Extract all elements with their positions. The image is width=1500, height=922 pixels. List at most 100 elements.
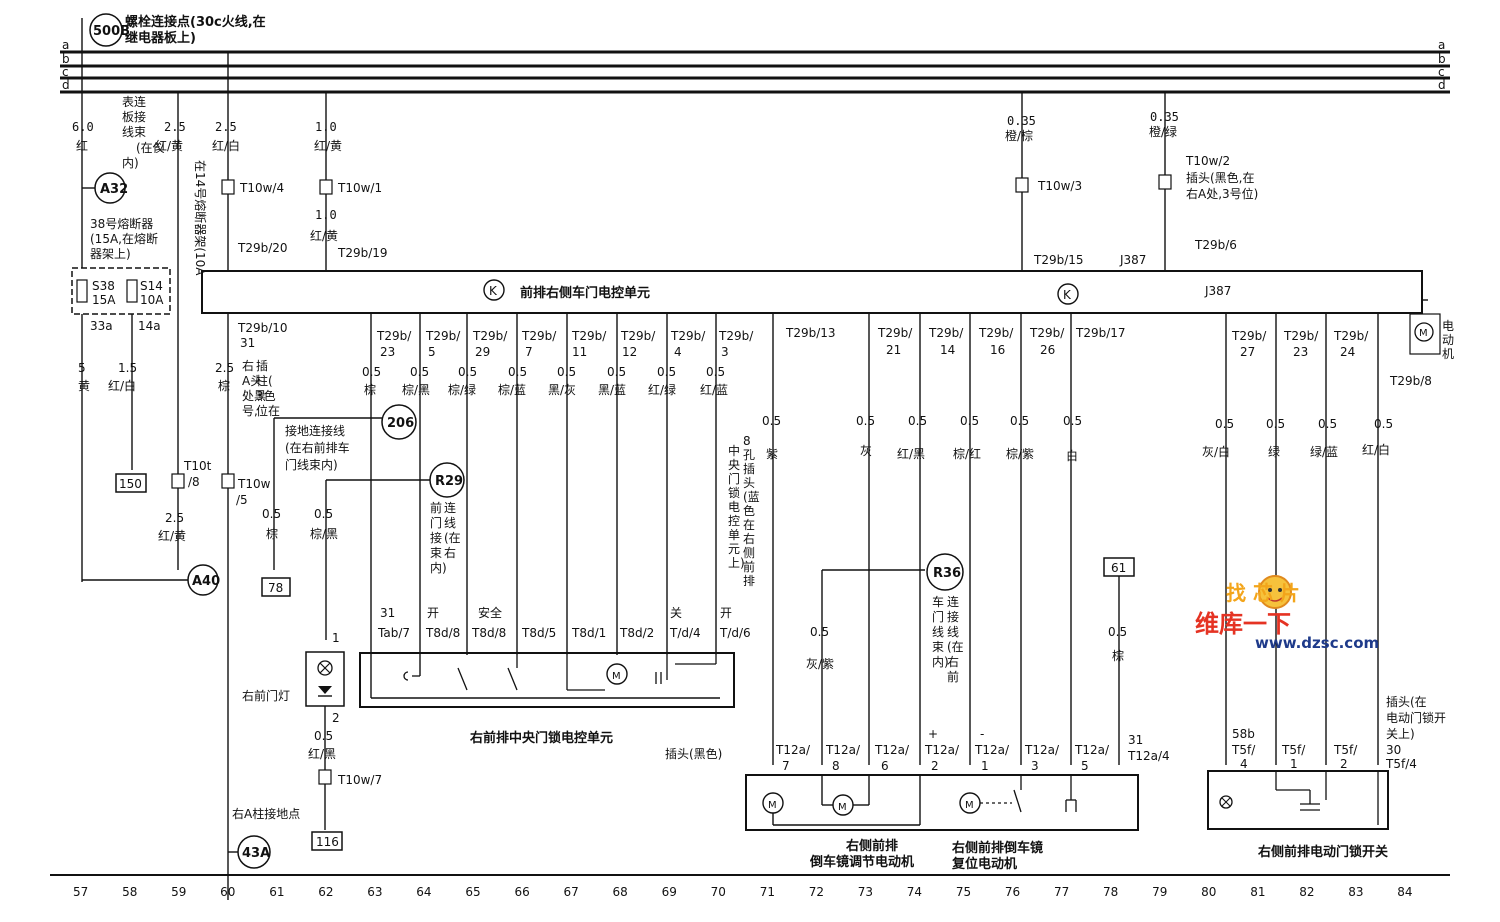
lock-pin-bot-2: T8d/8 (425, 626, 460, 640)
harness-note-4: 内) (122, 156, 139, 170)
node-a32: A32 (100, 182, 128, 197)
lock-unit-title: 右前排中央门锁电控单元 (469, 730, 613, 746)
fuse-s38 (76, 279, 88, 303)
plug-note-tr-2: 右A处,3号位) (1186, 186, 1258, 201)
mirror-pin-bot-4: 2 (931, 759, 939, 773)
switch-gauge-1: 0.5 (1215, 417, 1234, 431)
switch-pin-b-3: 24 (1340, 345, 1355, 359)
mirror-pin-bot-3: 6 (881, 759, 889, 773)
harness-note-2: 板接 (122, 109, 146, 124)
node-r36: R36 (933, 566, 961, 581)
node-a40: A40 (192, 574, 220, 589)
w58-color: 红/黄 (155, 138, 183, 153)
mirror-gauge-4: 0.5 (960, 414, 979, 428)
lock-color-6: 黑/蓝 (598, 383, 626, 397)
node-500b-desc-1: 螺栓连接点(30c火线,在 (125, 14, 266, 30)
mirror-pin-bot-1: 7 (782, 759, 790, 773)
mirror-pin-top-1: T12a/ (775, 743, 811, 757)
lock-color-7: 红/绿 (648, 382, 676, 397)
bus-label-b-right: b (1438, 52, 1446, 66)
fuse-s38-rating: 15A (92, 293, 116, 307)
switch-gauge-3: 0.5 (1318, 417, 1337, 431)
w61-color: 棕 (266, 526, 278, 541)
mirror-color-2: 灰 (860, 444, 872, 458)
lock-pin-b-5: 11 (572, 345, 587, 359)
column-number: 60 (220, 885, 235, 899)
lock-gauge-8: 0.5 (706, 365, 725, 379)
mirror-pin-a-3: T29b/ (928, 326, 964, 340)
watermark-url: www.dzsc.com (1255, 634, 1379, 652)
fuse-s14-rating: 10A (140, 293, 164, 307)
diode-icon (318, 686, 332, 694)
harness-note-3: 线束 (122, 125, 146, 139)
lock-motor-symbol: M (612, 671, 621, 682)
fuse-s14-label: S14 (140, 279, 163, 293)
motor-label-3: 机 (1442, 347, 1454, 361)
w61-gauge: 0.5 (262, 507, 281, 521)
ground-harness-2: (在右前排车 (285, 440, 350, 455)
mirror-motor-symbol-2: M (838, 802, 847, 813)
column-number: 59 (171, 885, 186, 899)
conn-t10w5-b: /5 (236, 493, 248, 507)
switch-lamp-icon (1219, 795, 1233, 809)
front-harness-col-2: 连 线 (在 右 (444, 500, 465, 560)
conn-t10w7: T10w/7 (337, 773, 382, 787)
lamp-pin-2: 2 (332, 711, 340, 725)
lock-color-5: 黑/灰 (548, 383, 576, 397)
pin-33a: 33a (90, 319, 113, 333)
k-symbol-1: K (489, 284, 498, 298)
control-unit-id-top: J387 (1119, 253, 1146, 267)
box-116: 116 (316, 835, 339, 849)
mirror-pin-bot-7: 5 (1081, 759, 1089, 773)
conn-t29b10: T29b/10 (237, 321, 288, 335)
lock-pin-a-1: T29b/ (376, 329, 412, 343)
lock-color-1: 棕 (364, 382, 376, 397)
mirror-pin-a-2: T29b/ (877, 326, 913, 340)
lock-gauge-1: 0.5 (362, 365, 381, 379)
switch-wires: T29b/ 27 T29b/ 23 T29b/ 24 T29b/8 0.5 灰/… (1202, 314, 1432, 765)
lock-gauge-3: 0.5 (458, 365, 477, 379)
column-number: 79 (1152, 885, 1167, 899)
mirror-gauge-1: 0.5 (762, 414, 781, 428)
mirror-color-5: 棕/紫 (1006, 446, 1034, 461)
mirror-pin-31: 31 (1128, 733, 1143, 747)
column-number: 83 (1348, 885, 1363, 899)
w57b-gauge: 5 (78, 361, 86, 375)
switch-pin-num-2: 1 (1290, 757, 1298, 771)
switch-pin-b-1: 27 (1240, 345, 1255, 359)
mirror-pin-6: T29b/17 (1075, 326, 1126, 340)
lock-pin-bot-7: T/d/4 (669, 626, 701, 640)
mirror-motor-symbol-3: M (965, 800, 974, 811)
lock-pin-b-7: 4 (674, 345, 682, 359)
w60b-gauge: 2.5 (215, 361, 234, 375)
mirror-pin-a-4: T29b/ (978, 326, 1014, 340)
w62d-gauge: 0.5 (314, 729, 333, 743)
switch-pin-4: T29b/8 (1389, 374, 1432, 388)
conn-t29b6: T29b/6 (1194, 238, 1237, 252)
conn-t29b20: T29b/20 (237, 241, 288, 255)
mirror-unit: R36 车 门 线 束 内) 连 接 线 (在 右 前 0.5 灰/紫 61 0… (665, 553, 1170, 872)
switch-pin-top-1: 58b (1232, 727, 1255, 741)
node-206: 206 (387, 416, 414, 431)
w62c-color: 棕/黑 (310, 526, 338, 541)
lock-contact-icon (403, 671, 409, 681)
conn-t10w3: T10w/3 (1037, 179, 1082, 193)
node-500b-desc-2: 继电器板上) (125, 30, 196, 46)
switch-pin-bot-3: T5f/ (1333, 743, 1358, 757)
mirror-pin-bot-2: 8 (832, 759, 840, 773)
lock-gauge-2: 0.5 (410, 365, 429, 379)
lock-pin-top-3: 安全 (478, 605, 502, 620)
lock-plug-note: 中 央 门 锁 电 控 单 元 上) 8 孔 插 头 (蓝 色 在 右 侧 前 … (728, 434, 760, 588)
central-lock-unit: 31 Tab/7 开 T8d/8 安全 T8d/8 T8d/5 T8d/1 T8… (359, 605, 751, 746)
fuse14-note: 在14号熔断器架(10A (193, 160, 208, 276)
mirror-pin-sign-5: - (980, 727, 984, 741)
mirror-gauge-3: 0.5 (908, 414, 927, 428)
conn-t10w4: T10w/4 (239, 181, 284, 195)
mirror-pin-bot-5: 1 (981, 759, 989, 773)
column-number: 66 (515, 885, 530, 899)
mirror-title-2b: 复位电动机 (951, 856, 1017, 872)
lock-pin-b-4: 7 (525, 345, 533, 359)
switch-pin-bot-1: T5f/ (1231, 743, 1256, 757)
column-number: 76 (1005, 885, 1020, 899)
